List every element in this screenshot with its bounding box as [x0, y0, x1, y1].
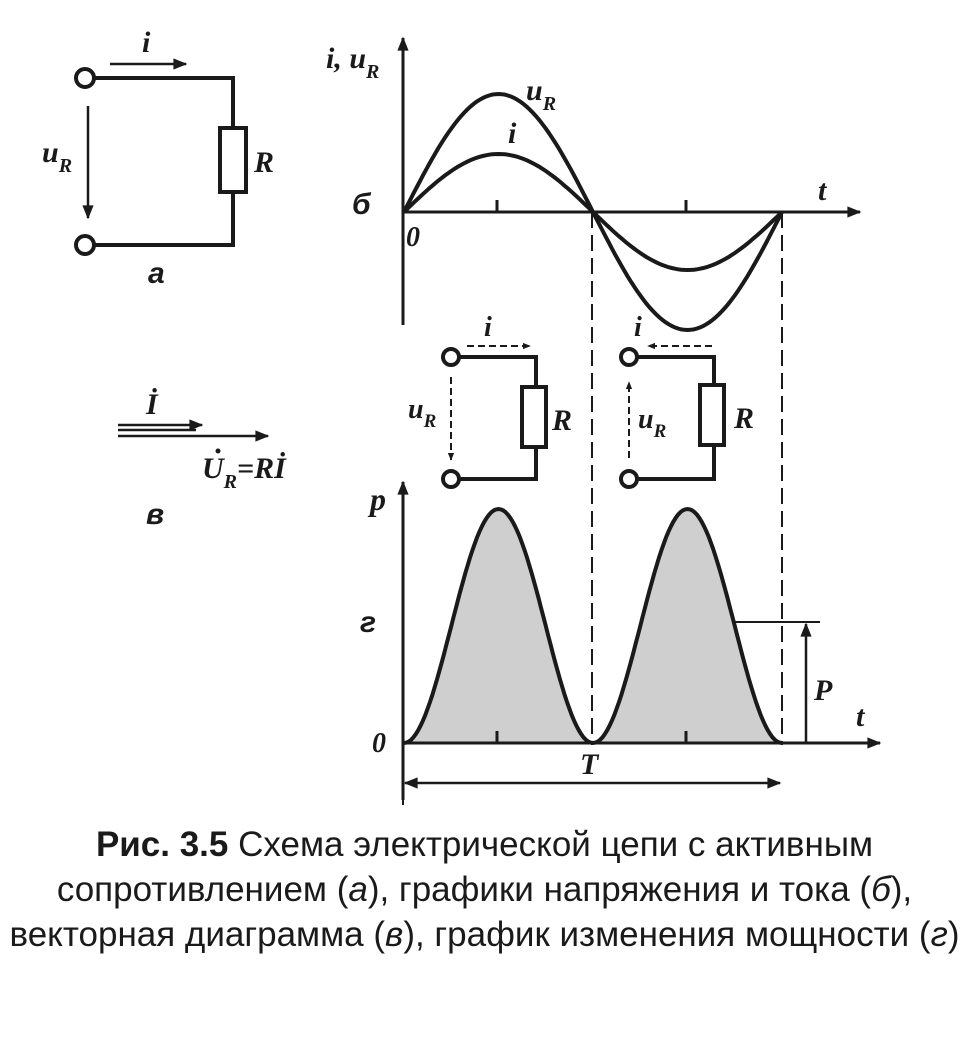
panel-g-label: г [360, 606, 376, 639]
terminal-bottom [619, 469, 639, 489]
half1-current-label: i [484, 312, 492, 343]
resistor [698, 383, 726, 447]
half2-voltage-label: uR [638, 404, 666, 442]
power-area [404, 509, 782, 743]
figure: i uR R а i, uR t 0 uR i б İ UR=Rİ в i uR… [42, 26, 882, 805]
caption-number: Рис. 3.5 [95, 825, 229, 864]
period-label: T [580, 748, 600, 781]
curve-i-label: i [508, 117, 517, 150]
curve-u-label: uR [526, 74, 556, 115]
circuit-a-resistor-label: R [253, 146, 274, 179]
terminal-top [74, 67, 96, 89]
panel-b-label: б [352, 188, 372, 221]
terminal-top [619, 347, 639, 367]
graph-d-y-label: p [367, 481, 386, 517]
graph-d-origin: 0 [372, 728, 386, 759]
dot-above-u [215, 448, 221, 454]
terminal-bottom [74, 234, 96, 256]
current-vector-label: İ [145, 388, 159, 421]
panel-v-label: в [146, 498, 164, 531]
circuit-a-current-label: i [142, 26, 151, 59]
circuit-a-voltage-label: uR [42, 136, 72, 177]
half-circuit-2 [619, 342, 726, 489]
circuit-a [74, 58, 248, 256]
resistor [218, 126, 248, 194]
wire [459, 355, 538, 481]
voltage-vector-label: UR=Rİ [202, 452, 287, 493]
terminal-bottom [441, 469, 461, 489]
wire [94, 76, 235, 247]
figure-caption: Рис. 3.5 Схема электрической цепи с акти… [9, 825, 960, 954]
terminal-top [441, 347, 461, 367]
half2-resistor-label: R [733, 402, 754, 435]
panel-a-label: а [148, 257, 165, 290]
graph-b-y-label: i, uR [326, 42, 379, 83]
graph-d [397, 480, 882, 805]
graph-b [397, 36, 862, 333]
half-circuit-1 [441, 342, 548, 489]
resistor [520, 385, 548, 449]
graph-d-x-label: t [856, 700, 866, 733]
graph-b-x-label: t [818, 174, 828, 207]
vector-diagram [118, 419, 270, 442]
projection-lines [591, 212, 783, 745]
graph-b-origin: 0 [406, 222, 420, 253]
wire [637, 355, 716, 481]
avg-power-label: P [813, 674, 833, 707]
half1-voltage-label: uR [408, 394, 436, 432]
half2-current-label: i [634, 312, 642, 343]
half1-resistor-label: R [551, 404, 572, 437]
